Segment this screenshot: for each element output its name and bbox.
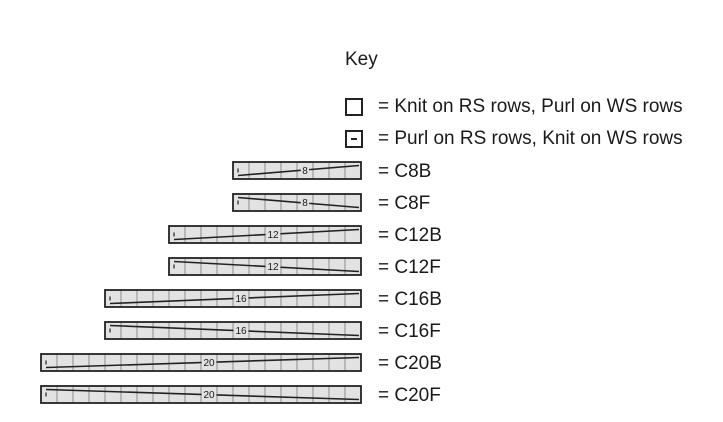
cable-number-backdrop xyxy=(233,293,249,304)
cable-slant-line xyxy=(237,164,360,177)
cable-number: 12 xyxy=(267,262,279,273)
cable-c12f-symbol: 12 xyxy=(168,257,362,276)
cable-border xyxy=(40,353,362,372)
key-label-c16b: = C16B xyxy=(378,289,442,310)
cable-number-backdrop xyxy=(300,197,310,208)
cable-c16b-symbol: 16 xyxy=(104,289,362,308)
key-label-c8b: = C8B xyxy=(378,161,432,182)
cable-c8f-symbol: 8 xyxy=(232,193,362,212)
key-row-c16b: 16 = C16B xyxy=(0,289,723,312)
cable-border xyxy=(168,257,362,276)
cable-c16f-symbol: 16 xyxy=(104,321,362,340)
key-row-knit: = Knit on RS rows, Purl on WS rows xyxy=(0,96,723,119)
key-row-c12f: 12 = C12F xyxy=(0,257,723,280)
cable-number-backdrop xyxy=(201,357,217,368)
key-label-c20b: = C20B xyxy=(378,353,442,374)
purl-dash-icon xyxy=(351,138,357,140)
knit-square-icon xyxy=(345,98,363,116)
key-label-c12f: = C12F xyxy=(378,257,441,278)
cable-border xyxy=(232,161,362,180)
cable-c20f-symbol: 20 xyxy=(40,385,362,404)
key-row-c12b: 12 = C12B xyxy=(0,225,723,248)
cable-number-backdrop xyxy=(265,229,281,240)
key-label-c16f: = C16F xyxy=(378,321,441,342)
cable-number: 8 xyxy=(302,166,308,177)
key-row-c20b: 20 = C20B xyxy=(0,353,723,376)
cable-number-backdrop xyxy=(300,165,310,176)
key-row-purl: = Purl on RS rows, Knit on WS rows xyxy=(0,128,723,151)
cable-border xyxy=(104,289,362,308)
cable-slant-line xyxy=(237,196,360,209)
cable-number: 8 xyxy=(302,198,308,209)
cable-border xyxy=(40,385,362,404)
cable-number-backdrop xyxy=(201,389,217,400)
key-label-c20f: = C20F xyxy=(378,385,441,406)
key-title: Key xyxy=(345,49,378,70)
cable-border xyxy=(104,321,362,340)
cable-c20b-symbol: 20 xyxy=(40,353,362,372)
cable-number: 16 xyxy=(235,326,247,337)
key-label-c8f: = C8F xyxy=(378,193,431,214)
cable-c12b-symbol: 12 xyxy=(168,225,362,244)
cable-number-backdrop xyxy=(233,325,249,336)
key-row-c8f: 8 = C8F xyxy=(0,193,723,216)
key-row-c8b: 8 = C8B xyxy=(0,161,723,184)
cable-border xyxy=(168,225,362,244)
cable-number: 12 xyxy=(267,230,279,241)
key-label-purl: = Purl on RS rows, Knit on WS rows xyxy=(378,128,683,149)
cable-number: 16 xyxy=(235,294,247,305)
cable-number-backdrop xyxy=(265,261,281,272)
cable-number: 20 xyxy=(203,390,215,401)
purl-square-icon xyxy=(345,130,363,148)
cable-c8b-symbol: 8 xyxy=(232,161,362,180)
cable-border xyxy=(232,193,362,212)
key-row-c16f: 16 = C16F xyxy=(0,321,723,344)
key-label-c12b: = C12B xyxy=(378,225,442,246)
key-label-knit: = Knit on RS rows, Purl on WS rows xyxy=(378,96,683,117)
key-row-c20f: 20 = C20F xyxy=(0,385,723,408)
cable-number: 20 xyxy=(203,358,215,369)
